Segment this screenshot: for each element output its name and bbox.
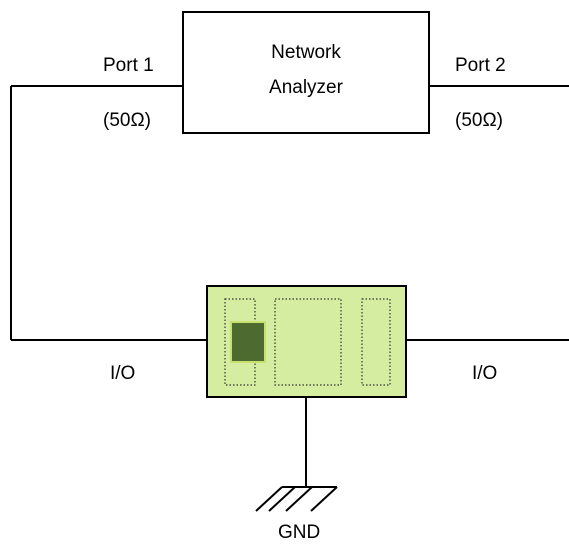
port1-label: Port 1 <box>103 55 154 76</box>
left-pad-outline <box>224 298 256 386</box>
right-pad-outline <box>361 298 391 386</box>
port2-impedance: (50Ω) <box>455 110 503 131</box>
network-analyzer-box <box>182 11 430 134</box>
io-right-label: I/O <box>472 363 497 384</box>
io-left-label: I/O <box>110 363 135 384</box>
center-pad-outline <box>274 298 342 386</box>
port1-impedance: (50Ω) <box>103 110 151 131</box>
analyzer-label-line2: Analyzer <box>269 77 344 98</box>
ground-hatch-4 <box>310 486 338 512</box>
dut-chip <box>230 321 266 363</box>
ground-hatch-2 <box>268 486 296 512</box>
ground-hatch-3 <box>285 486 313 512</box>
ground-hatch-1 <box>255 486 283 512</box>
port2-label: Port 2 <box>455 55 506 76</box>
ground-label: GND <box>278 522 320 543</box>
analyzer-label-line1: Network <box>271 42 341 63</box>
